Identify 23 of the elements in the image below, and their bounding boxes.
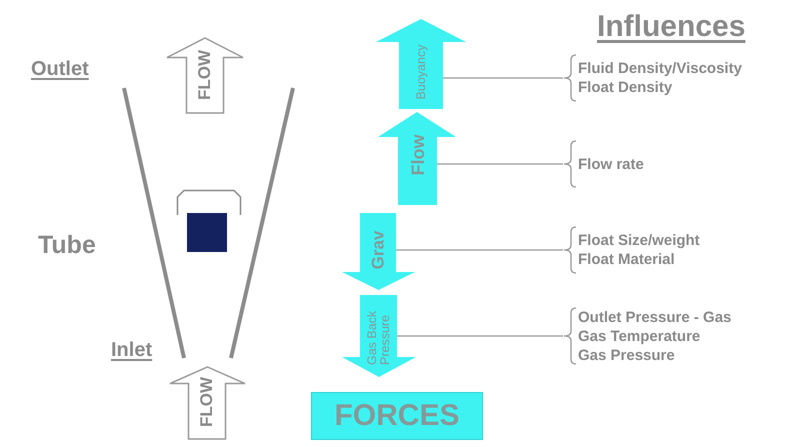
leader-line bbox=[397, 335, 563, 337]
part-label: Outlet bbox=[31, 57, 89, 81]
arrow-label: FLOW bbox=[196, 50, 214, 100]
part-label: Inlet bbox=[111, 338, 152, 362]
part-label: Tube bbox=[38, 230, 96, 260]
arrow-label: Buoyancy bbox=[414, 44, 428, 100]
influence-factor: Float Material bbox=[578, 250, 676, 269]
leader-line bbox=[443, 77, 563, 79]
forces-banner: FORCES bbox=[311, 392, 483, 440]
influence-factor: Gas Temperature bbox=[578, 326, 702, 346]
influence-factor: Flow rate bbox=[578, 154, 644, 174]
influence-factor: Gas Pressure bbox=[578, 346, 676, 364]
column-heading: Influences bbox=[597, 9, 746, 45]
arrow-label: Flow bbox=[408, 134, 428, 176]
arrow-label: Grav bbox=[368, 230, 388, 270]
influence-factor: Outlet Pressure - Gas bbox=[578, 308, 732, 326]
arrow-label: Gas Back Pressure bbox=[366, 310, 392, 365]
leader-line bbox=[437, 163, 563, 165]
influence-factor: Float Density bbox=[578, 78, 674, 97]
arrow-label: FLOW bbox=[198, 376, 216, 428]
influence-factor: Fluid Density/Viscosity bbox=[578, 59, 742, 78]
leader-line bbox=[396, 249, 563, 251]
influence-factor: Float Size/weight bbox=[578, 231, 700, 250]
